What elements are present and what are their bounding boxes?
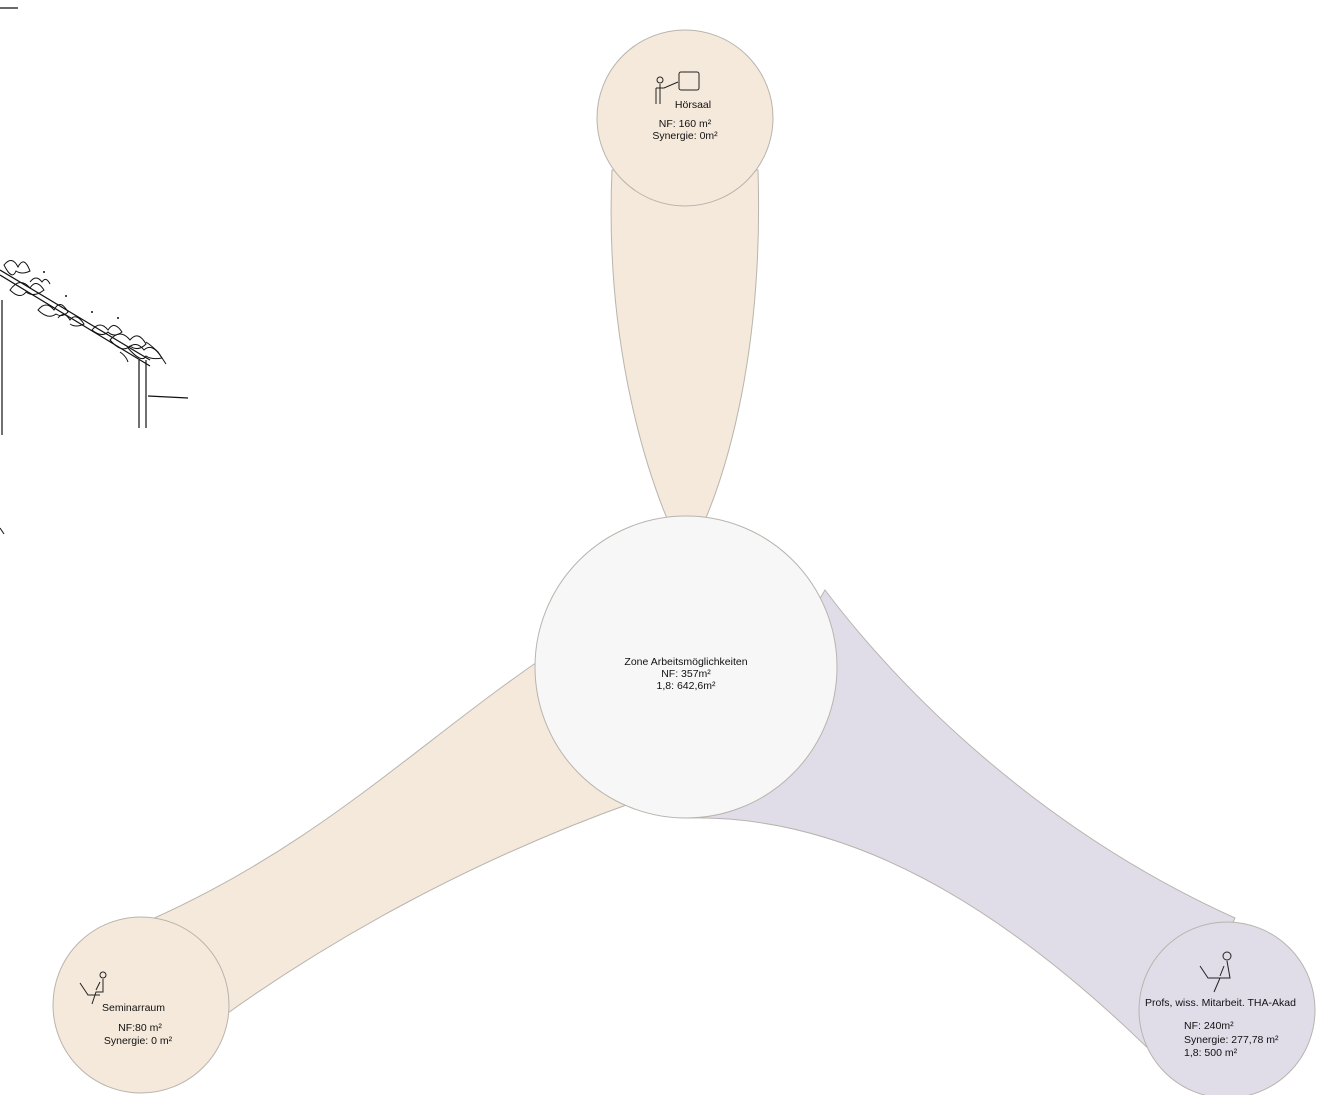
center-nf: NF: 357m²: [661, 668, 711, 680]
node-circle-hoersaal[interactable]: [596, 29, 774, 207]
hoersaal-title: Hörsaal: [674, 99, 712, 111]
band-hoersaal: [610, 169, 760, 562]
lecture-presenter-icon: [655, 71, 700, 104]
seminar-nf: NF:80 m²: [118, 1022, 162, 1034]
profs-factor: 1,8: 500 m²: [1184, 1047, 1238, 1059]
hoersaal-nf: NF: 160 m²: [658, 118, 712, 130]
profs-title: Profs, wiss. Mitarbeit. THA-Akad: [1145, 997, 1296, 1009]
center-title: Zone Arbeitsmöglichkeiten: [624, 656, 748, 668]
seminar-synergie: Synergie: 0 m²: [103, 1035, 173, 1047]
node-circle-seminar[interactable]: [52, 916, 230, 1094]
person-laptop-icon: [79, 971, 107, 1005]
seminar-title: Seminarraum: [102, 1002, 166, 1014]
node-circle-center[interactable]: [534, 515, 838, 819]
plant-pergola-sketch: [0, 7, 189, 535]
hoersaal-synergie: Synergie: 0m²: [652, 130, 718, 142]
node-circle-profs[interactable]: [1138, 921, 1316, 1095]
profs-synergie: Synergie: 277,78 m²: [1184, 1034, 1279, 1046]
center-factor: 1,8: 642,6m²: [656, 680, 716, 692]
person-laptop-icon: [1199, 951, 1232, 993]
profs-nf: NF: 240m²: [1184, 1020, 1234, 1032]
